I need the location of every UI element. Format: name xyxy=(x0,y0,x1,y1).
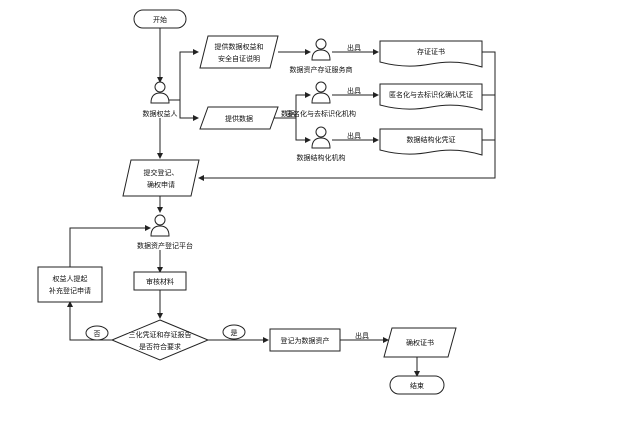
rights-cert-label: 确权证书 xyxy=(406,338,434,347)
storage-provider-label: 数据资产存证服务商 xyxy=(290,65,353,74)
rights-cert-document xyxy=(383,327,457,358)
end-terminal xyxy=(389,375,445,395)
no-label: 否 xyxy=(94,330,101,338)
decision-diamond xyxy=(110,319,210,361)
supplement-line2: 补充登记申请 xyxy=(49,286,91,295)
review-process xyxy=(133,271,187,291)
provide-rights-line2: 安全自证说明 xyxy=(218,54,260,63)
issue-label-anon: 出具 xyxy=(347,86,361,95)
structurer-person-icon xyxy=(311,126,331,149)
decision-line1: 三化凭证和存证报告 xyxy=(129,330,192,339)
storage-cert-label: 存证证书 xyxy=(417,47,445,56)
provide-rights-line1: 提供数据权益和 xyxy=(215,42,264,51)
supplement-process xyxy=(37,266,103,303)
submit-line1: 提交登记、 xyxy=(144,168,179,177)
edge-data-to-struct xyxy=(295,118,311,143)
edge-owner-to-rights xyxy=(168,49,199,101)
yes-label: 是 xyxy=(231,329,238,337)
issue-label-rights: 出具 xyxy=(355,331,369,340)
end-label: 结束 xyxy=(410,381,424,390)
data-owner-label: 数据权益人 xyxy=(143,109,178,118)
no-badge xyxy=(85,325,109,341)
submit-line2: 确权申请 xyxy=(147,180,175,189)
anonymizer-person-icon xyxy=(311,81,331,104)
struct-cert-document xyxy=(379,128,483,156)
register-label: 登记为数据资产 xyxy=(281,336,330,345)
edge-owner-to-data xyxy=(179,100,199,121)
start-terminal xyxy=(133,9,187,29)
registry-person-icon xyxy=(150,214,170,237)
data-edge-label: 数据 xyxy=(281,109,295,118)
anon-cert-document xyxy=(379,83,483,111)
issue-label-struct: 出具 xyxy=(347,131,361,140)
yes-badge xyxy=(222,324,246,340)
anon-cert-label: 匿名化与去标识化确认凭证 xyxy=(389,90,473,99)
register-process xyxy=(269,328,341,352)
storage-provider-person-icon xyxy=(311,38,331,61)
registry-label: 数据资产登记平台 xyxy=(137,241,193,250)
edge-data-to-anon xyxy=(270,92,311,119)
submit-input xyxy=(122,159,200,197)
provide-data-input xyxy=(199,106,279,130)
issue-label-storage: 出具 xyxy=(347,43,361,52)
struct-cert-label: 数据结构化凭证 xyxy=(407,135,456,144)
flow-edges xyxy=(67,28,496,377)
structurer-label: 数据结构化机构 xyxy=(297,153,346,162)
start-label: 开始 xyxy=(153,15,167,24)
review-label: 审核材料 xyxy=(146,277,174,286)
decision-line2: 是否符合要求 xyxy=(139,342,181,351)
storage-cert-document xyxy=(379,40,483,68)
provide-rights-input xyxy=(199,35,279,69)
anonymizer-label: 匿名化与去标识化机构 xyxy=(286,109,356,118)
supplement-line1: 权益人提起 xyxy=(53,274,88,283)
provide-data-label: 提供数据 xyxy=(225,114,253,123)
data-owner-person-icon xyxy=(150,81,170,104)
edge-certs-to-submit xyxy=(198,51,496,181)
edge-supplement-to-registry xyxy=(69,225,151,267)
